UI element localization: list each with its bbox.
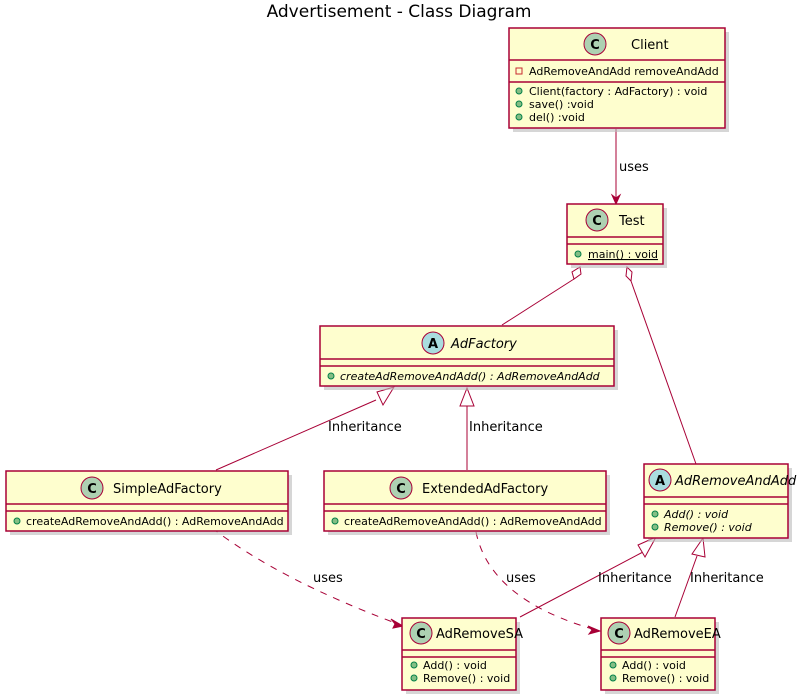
edge-label-aa-adremovesa: Inheritance — [598, 571, 672, 586]
class-name: AdFactory — [450, 337, 517, 352]
aggregation-diamond-icon — [625, 265, 633, 283]
method: Add() : void — [423, 659, 487, 672]
class-name: AdRemoveAndAdd — [674, 474, 797, 489]
class-extendedadfactory[interactable]: C ExtendedAdFactory createAdRemoveAndAdd… — [323, 470, 610, 535]
aggregation-diamond-icon — [571, 266, 582, 280]
svg-text:C: C — [592, 214, 602, 229]
method: main() : void — [588, 248, 658, 261]
public-method-icon — [515, 87, 523, 95]
method: del() :void — [529, 111, 585, 124]
diagram-title: Advertisement - Class Diagram — [267, 2, 532, 22]
svg-text:A: A — [428, 337, 438, 352]
svg-text:A: A — [655, 474, 665, 489]
svg-text:C: C — [590, 38, 600, 53]
edge-extended-adremoveea: uses — [475, 531, 602, 635]
edge-client-test: uses — [610, 129, 649, 206]
method: createAdRemoveAndAdd() : AdRemoveAndAdd — [344, 515, 602, 528]
public-method-icon — [515, 100, 523, 108]
method: save() :void — [529, 98, 594, 111]
class-name: Client — [631, 38, 669, 53]
class-client[interactable]: C Client AdRemoveAndAdd removeAndAdd Cli… — [508, 27, 729, 132]
class-adremoveandadd[interactable]: A AdRemoveAndAdd Add() : void Remove() :… — [643, 463, 797, 542]
edge-aa-adremovesa: Inheritance — [519, 535, 672, 618]
class-name: SimpleAdFactory — [113, 482, 222, 497]
inheritance-triangle-icon — [459, 386, 475, 407]
public-method-icon — [515, 113, 523, 121]
method: Add() : void — [663, 508, 729, 521]
class-badge-icon — [409, 621, 433, 645]
arrowhead-icon — [610, 193, 622, 206]
public-method-icon — [410, 661, 418, 669]
class-name: AdRemoveSA — [436, 627, 523, 642]
class-name: Test — [618, 214, 645, 229]
inheritance-triangle-icon — [691, 536, 706, 558]
svg-text:C: C — [87, 482, 97, 497]
edge-label-client-test: uses — [619, 160, 649, 175]
abstract-badge-icon — [421, 331, 445, 355]
class-badge-icon — [80, 476, 104, 500]
public-method-icon — [609, 661, 617, 669]
class-adremoveea[interactable]: C AdRemoveEA Add() : void Remove() : voi… — [600, 617, 721, 694]
svg-text:C: C — [614, 627, 624, 642]
abstract-badge-icon — [648, 468, 672, 492]
edge-label-adfactory-simple: Inheritance — [328, 420, 402, 435]
edge-label-simple-adremovesa: uses — [313, 571, 343, 586]
public-method-icon — [410, 674, 418, 682]
class-test[interactable]: C Test main() : void — [566, 203, 667, 268]
class-badge-icon — [389, 476, 413, 500]
class-name: AdRemoveEA — [634, 627, 721, 642]
method: createAdRemoveAndAdd() : AdRemoveAndAdd — [340, 370, 601, 383]
method: Add() : void — [622, 659, 686, 672]
arrowhead-icon — [390, 618, 405, 629]
edge-adfactory-simple: Inheritance — [215, 386, 402, 471]
svg-text:C: C — [396, 482, 406, 497]
edge-label-aa-adremoveea: Inheritance — [690, 571, 764, 586]
public-method-icon — [13, 517, 21, 525]
public-method-icon — [327, 372, 335, 380]
class-badge-icon — [585, 208, 609, 232]
method: Remove() : void — [664, 521, 753, 534]
class-badge-icon — [607, 621, 631, 645]
private-field-icon — [515, 67, 523, 75]
class-adremovesa[interactable]: C AdRemoveSA Add() : void Remove() : voi… — [401, 617, 523, 694]
field: AdRemoveAndAdd removeAndAdd — [529, 65, 719, 78]
public-method-icon — [609, 674, 617, 682]
class-simpleadfactory[interactable]: C SimpleAdFactory createAdRemoveAndAdd()… — [5, 470, 292, 535]
edge-aa-adremoveea: Inheritance — [674, 536, 764, 618]
class-name: ExtendedAdFactory — [422, 482, 548, 497]
class-badge-icon — [583, 32, 607, 56]
edge-test-adremoveandadd — [625, 265, 697, 465]
arrowhead-icon — [587, 625, 602, 635]
edge-test-adfactory — [501, 266, 582, 326]
public-method-icon — [651, 523, 659, 531]
public-method-icon — [651, 510, 659, 518]
method: createAdRemoveAndAdd() : AdRemoveAndAdd — [26, 515, 284, 528]
edge-label-extended-adremoveea: uses — [506, 571, 536, 586]
public-method-icon — [331, 517, 339, 525]
svg-text:C: C — [416, 627, 426, 642]
method: Remove() : void — [423, 672, 510, 685]
class-adfactory[interactable]: A AdFactory createAdRemoveAndAdd() : AdR… — [319, 325, 618, 390]
method: Remove() : void — [622, 672, 709, 685]
edge-simple-adremovesa: uses — [211, 527, 405, 629]
public-method-icon — [574, 250, 582, 258]
method: Client(factory : AdFactory) : void — [529, 85, 707, 98]
edge-adfactory-extended: Inheritance — [459, 386, 543, 470]
edge-label-adfactory-extended: Inheritance — [469, 420, 543, 435]
